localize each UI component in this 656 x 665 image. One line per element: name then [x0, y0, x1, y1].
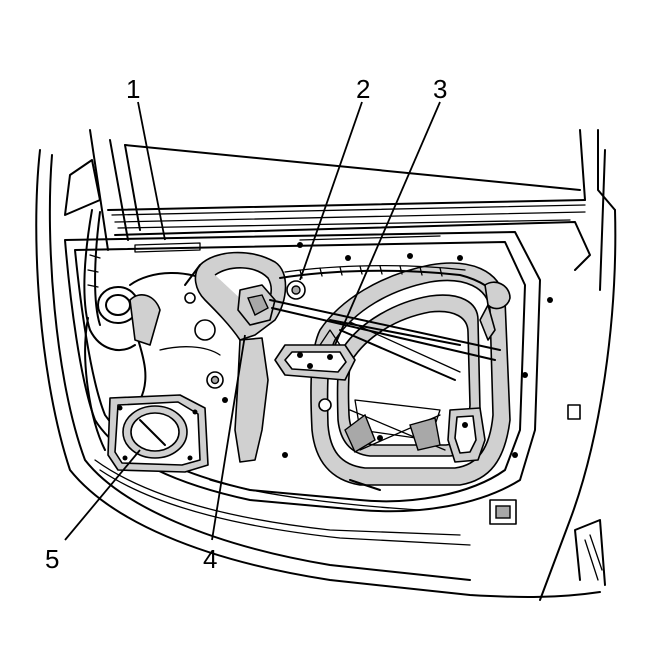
lock-rod-bracket: [129, 292, 221, 356]
callout-4: 4: [203, 544, 217, 574]
door-lower-edge: [209, 479, 421, 511]
callout-1: 1: [126, 74, 140, 104]
upper-harness: [279, 264, 511, 341]
mirror-mount: [64, 159, 101, 216]
callout-labels: 1 2 3 4 5: [45, 74, 447, 574]
speaker: [107, 394, 209, 473]
callout-2: 2: [356, 74, 370, 104]
right-bracket: [447, 407, 486, 463]
regulator-rails: [269, 299, 501, 381]
belt-molding: [111, 204, 591, 271]
door-handle-assembly: [184, 251, 287, 463]
callout-leaders: [64, 101, 441, 541]
fastener-holes: [206, 242, 581, 525]
regulator-motor-bracket: [274, 329, 356, 381]
callout-5: 5: [45, 544, 59, 574]
door-outer-frame: [35, 129, 617, 601]
callout-3: 3: [433, 74, 447, 104]
